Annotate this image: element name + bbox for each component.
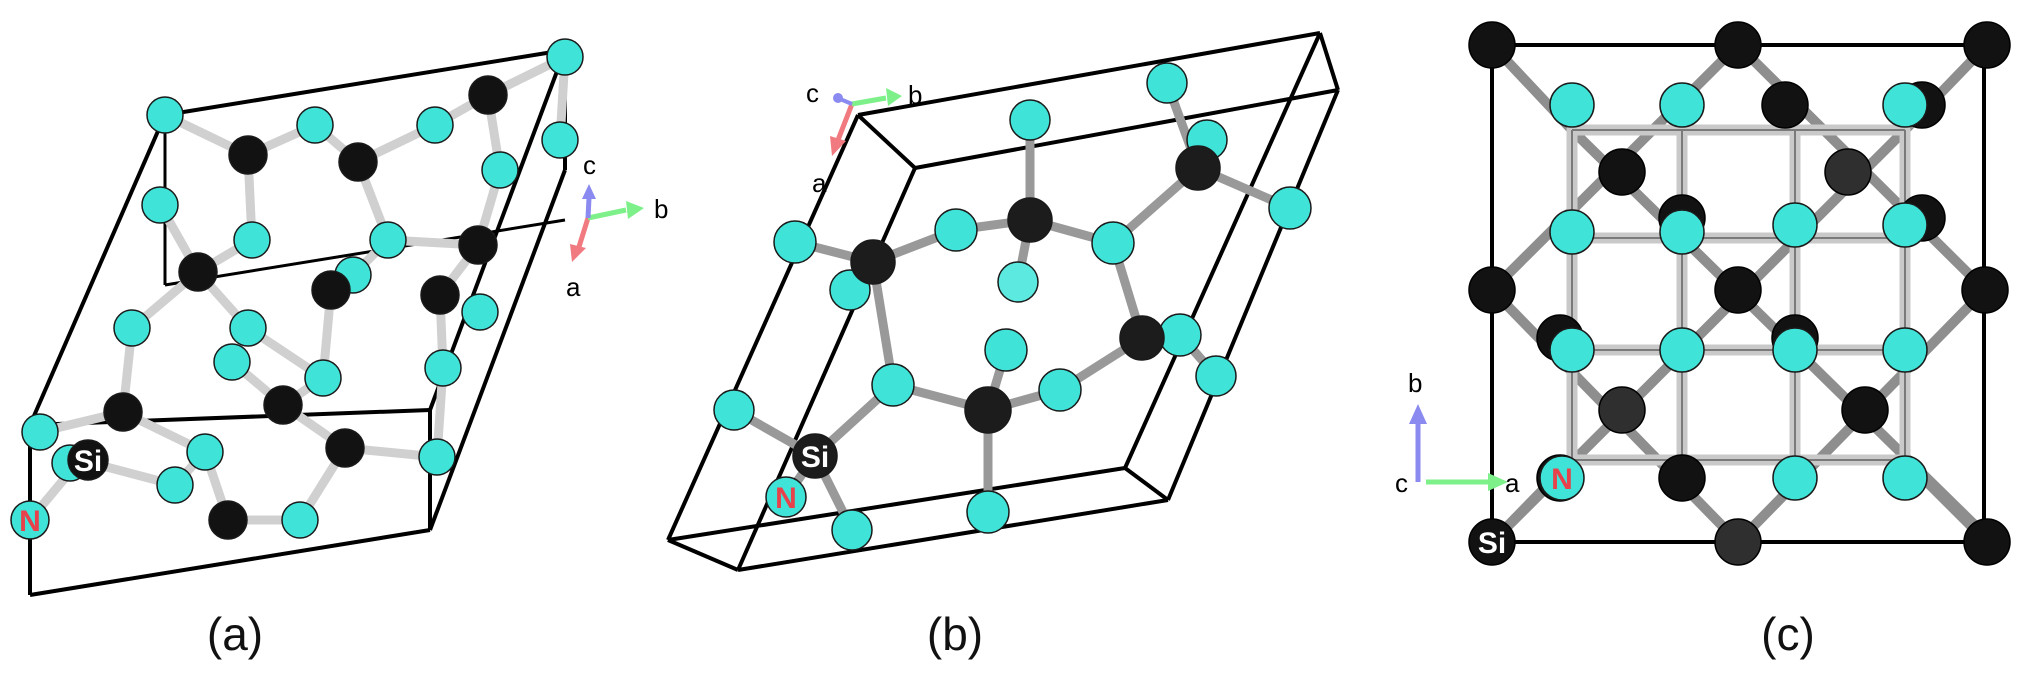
atoms-b: [713, 62, 1312, 551]
axis-label-b: b: [1408, 368, 1422, 398]
panel-c: Si N b c a (c): [1395, 21, 2011, 660]
caption-a: (a): [207, 608, 263, 660]
atom-label-si-a: Si: [74, 445, 102, 478]
axis-triad-c: b c a: [1395, 368, 1520, 498]
unit-cell-b: [666, 31, 1340, 572]
panel-a: Si N a b c (a): [10, 38, 668, 660]
atom-label-si-c: Si: [1478, 527, 1506, 560]
atom-label-n-a: N: [19, 505, 41, 538]
grid-bonds-core-c: [1571, 129, 1906, 461]
axis-label-a: a: [812, 168, 827, 198]
axis-label-c: c: [806, 78, 819, 108]
caption-c: (c): [1761, 608, 1815, 660]
axis-label-c: c: [1395, 468, 1408, 498]
atom-label-n-b: N: [775, 482, 797, 515]
axis-triad-b: a b c: [806, 78, 922, 198]
axis-label-a: a: [566, 272, 581, 302]
axis-label-b: b: [654, 194, 668, 224]
nitrogen-atoms-c: [1539, 82, 1928, 501]
atom-label-si-b: Si: [801, 441, 829, 474]
axis-label-a: a: [1505, 468, 1520, 498]
axis-label-b: b: [908, 80, 922, 110]
panel-b: Si N a b c (b): [666, 31, 1340, 660]
atoms-a: [10, 38, 584, 540]
axis-label-c: c: [583, 150, 596, 180]
caption-b: (b): [927, 608, 983, 660]
axis-triad-a: a b c: [566, 150, 668, 302]
atom-label-n-c: N: [1551, 463, 1573, 496]
